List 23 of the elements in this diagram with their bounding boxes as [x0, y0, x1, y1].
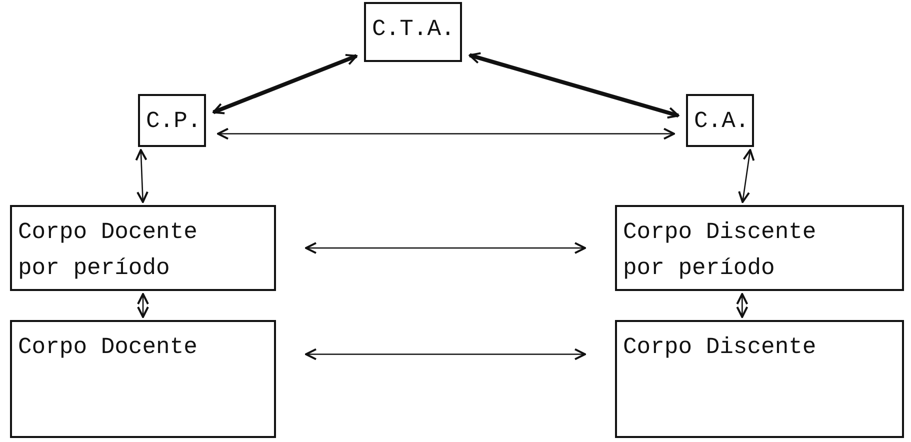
box-label: C.P. [146, 107, 198, 136]
process-box [138, 94, 206, 147]
process-box [10, 205, 276, 291]
double-arrow [738, 148, 755, 204]
box-label: Corpo Docente [18, 333, 198, 362]
process-box [10, 320, 276, 438]
process-box [364, 2, 462, 62]
process-box [686, 94, 754, 147]
box-label: C.T.A. [372, 15, 454, 44]
double-arrow [212, 54, 358, 114]
double-arrow [217, 128, 675, 140]
double-arrow [137, 293, 149, 318]
double-arrow [736, 293, 748, 318]
double-arrow [468, 52, 680, 119]
double-arrow [135, 149, 148, 203]
process-box [615, 320, 904, 438]
double-arrow [305, 348, 586, 360]
box-label: Corpo Discente por período [623, 218, 818, 283]
box-label: Corpo Docente por período [18, 218, 198, 283]
process-box [615, 205, 904, 291]
box-label: C.A. [694, 107, 746, 136]
double-arrow [305, 242, 586, 254]
box-label: Corpo Discente [623, 333, 818, 362]
